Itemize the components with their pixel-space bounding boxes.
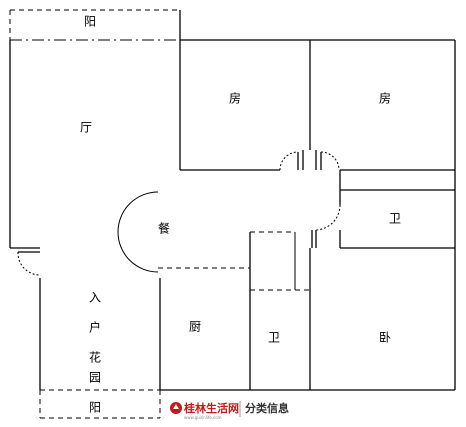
watermark-url: www.guilinlife.com xyxy=(184,415,222,420)
label-balcony-top: 阳 xyxy=(84,15,96,29)
label-master-bedroom: 卧 xyxy=(379,331,391,345)
lower-walls xyxy=(39,231,456,391)
label-entrance-2: 户 xyxy=(89,320,101,335)
watermark-brand: 桂林生活网 xyxy=(183,401,239,415)
living-room-walls xyxy=(9,10,181,249)
dining-alcove xyxy=(117,191,250,273)
entry-door xyxy=(17,251,41,276)
label-kitchen: 厨 xyxy=(189,320,201,334)
right-bath-door xyxy=(311,204,341,248)
label-entrance-4: 园 xyxy=(89,371,101,385)
label-dining: 餐 xyxy=(158,221,170,236)
label-entrance-1: 入 xyxy=(89,291,101,305)
door-swings-bedrooms xyxy=(279,150,340,171)
label-bathroom-1: 卫 xyxy=(389,212,401,226)
label-entrance-3: 花 xyxy=(89,350,101,365)
watermark-site: 分类信息 xyxy=(245,401,289,415)
label-living-room: 厅 xyxy=(80,121,92,135)
label-balcony-bottom: 阳 xyxy=(89,401,101,415)
label-bedroom-1: 房 xyxy=(229,91,241,106)
bedroom-walls xyxy=(180,39,456,249)
balcony-bottom xyxy=(39,389,161,419)
label-bedroom-2: 房 xyxy=(379,91,391,106)
label-bathroom-2: 卫 xyxy=(268,331,280,345)
watermark: 桂林生活网 www.guilinlife.com 分类信息 xyxy=(166,397,314,421)
